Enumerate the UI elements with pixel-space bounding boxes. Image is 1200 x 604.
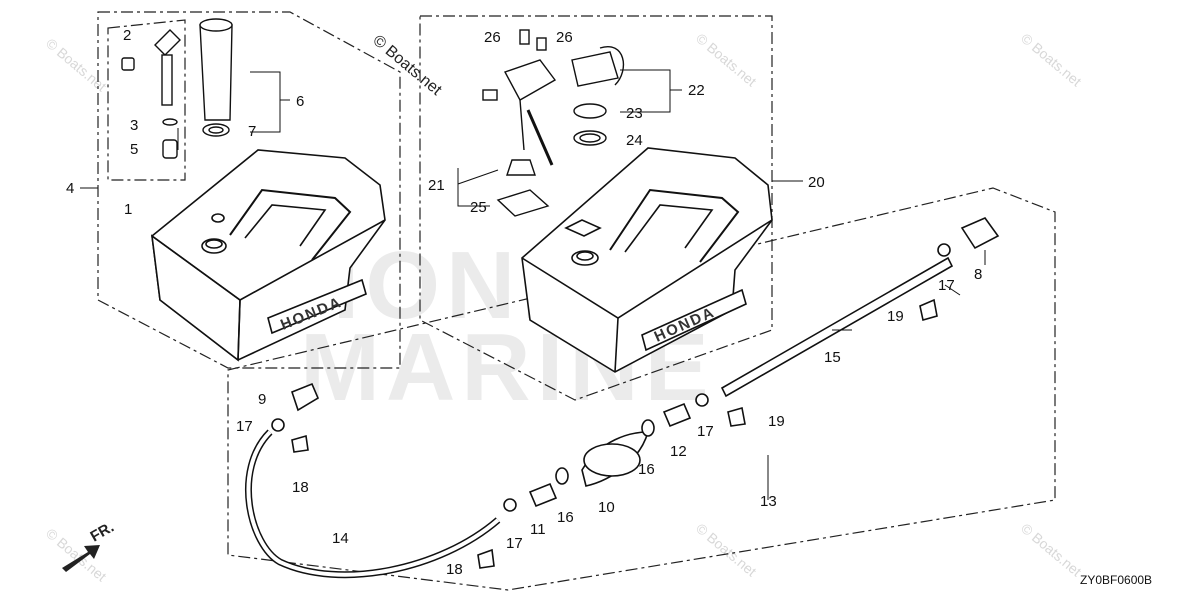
washer-3 [162, 118, 178, 126]
gauge-head [503, 59, 557, 101]
clamp-18b [477, 548, 495, 569]
callout-8: 8 [974, 266, 982, 283]
joint-12 [662, 402, 692, 428]
callout-7: 7 [248, 123, 256, 140]
callout-numbers: 2 3 5 1 4 6 7 26 26 22 23 24 21 25 20 17… [66, 27, 982, 578]
callout-17c: 17 [697, 423, 714, 440]
vent-knob [154, 29, 181, 56]
clip-17b [271, 418, 285, 432]
clip-17d [937, 243, 951, 257]
fuel-tank-20 [521, 147, 773, 373]
clamp-18a [291, 434, 309, 453]
vent-screw-2 [121, 57, 135, 71]
callout-26a: 26 [484, 29, 501, 46]
clamp-19a [919, 298, 938, 322]
callout-18b: 18 [446, 561, 463, 578]
watermark: © Boats.net [1018, 520, 1085, 579]
joint-11 [528, 482, 558, 508]
gauge-fitting [482, 89, 498, 101]
group-frames [97, 11, 1056, 591]
hose-14-outer [245, 429, 501, 579]
connector-9 [291, 382, 320, 412]
cap-parts [121, 18, 233, 159]
ring-16b [641, 419, 655, 437]
frame-hose-13 [227, 187, 1056, 591]
vent-stem [161, 54, 173, 106]
gasket-25 [496, 189, 550, 217]
gauge-parts [482, 29, 625, 217]
gauge-float [506, 159, 536, 176]
callout-19a: 19 [887, 308, 904, 325]
callout-17b: 17 [236, 418, 253, 435]
leader-lines [80, 69, 986, 500]
watermark: © Boats.net [1018, 30, 1085, 89]
callout-6: 6 [296, 93, 304, 110]
front-arrow-icon [62, 545, 100, 572]
callout-9: 9 [258, 391, 266, 408]
callout-14: 14 [332, 530, 349, 547]
callout-12: 12 [670, 443, 687, 460]
callout-22: 22 [688, 82, 705, 99]
callout-19b: 19 [768, 413, 785, 430]
clip-17a [503, 498, 517, 512]
callout-4: 4 [66, 180, 74, 197]
callout-26b: 26 [556, 29, 573, 46]
callout-13: 13 [760, 493, 777, 510]
fuel-tank-4 [150, 149, 386, 362]
callout-21: 21 [428, 177, 445, 194]
diagram-code: ZY0BF0600B [1080, 573, 1152, 587]
callout-5: 5 [130, 141, 138, 158]
frame-tank-4 [97, 11, 401, 369]
callout-10: 10 [598, 499, 615, 516]
callout-1: 1 [124, 201, 132, 218]
cap-22 [571, 51, 619, 87]
callout-23: 23 [626, 105, 643, 122]
screw-26a [519, 29, 530, 45]
callout-3: 3 [130, 117, 138, 134]
callout-16a: 16 [557, 509, 574, 526]
filter-6 [199, 24, 233, 121]
callout-18a: 18 [292, 479, 309, 496]
screw-26b [536, 37, 547, 51]
callout-2: 2 [123, 27, 131, 44]
frame-cap-1 [107, 19, 186, 181]
callout-16b: 16 [638, 461, 655, 478]
front-label: FR. [88, 519, 117, 546]
callout-25: 25 [470, 199, 487, 216]
hose-15 [720, 256, 954, 398]
callout-15: 15 [824, 349, 841, 366]
ring-16a [555, 467, 569, 485]
callout-20: 20 [808, 174, 825, 191]
fuel-line [245, 217, 1000, 579]
callout-17d: 17 [938, 277, 955, 294]
packing-23 [573, 103, 607, 119]
callout-17a: 17 [506, 535, 523, 552]
frame-tank-20 [419, 15, 773, 401]
watermark: © Boats.net [43, 35, 110, 94]
callout-24: 24 [626, 132, 643, 149]
callout-11: 11 [530, 521, 546, 538]
watermark-prominent: © Boats.net [369, 32, 445, 99]
watermark: © Boats.net [693, 30, 760, 89]
packing-5 [162, 139, 178, 159]
clip-17c [695, 393, 709, 407]
clamp-19b [727, 406, 746, 427]
connector-8 [960, 217, 1000, 250]
